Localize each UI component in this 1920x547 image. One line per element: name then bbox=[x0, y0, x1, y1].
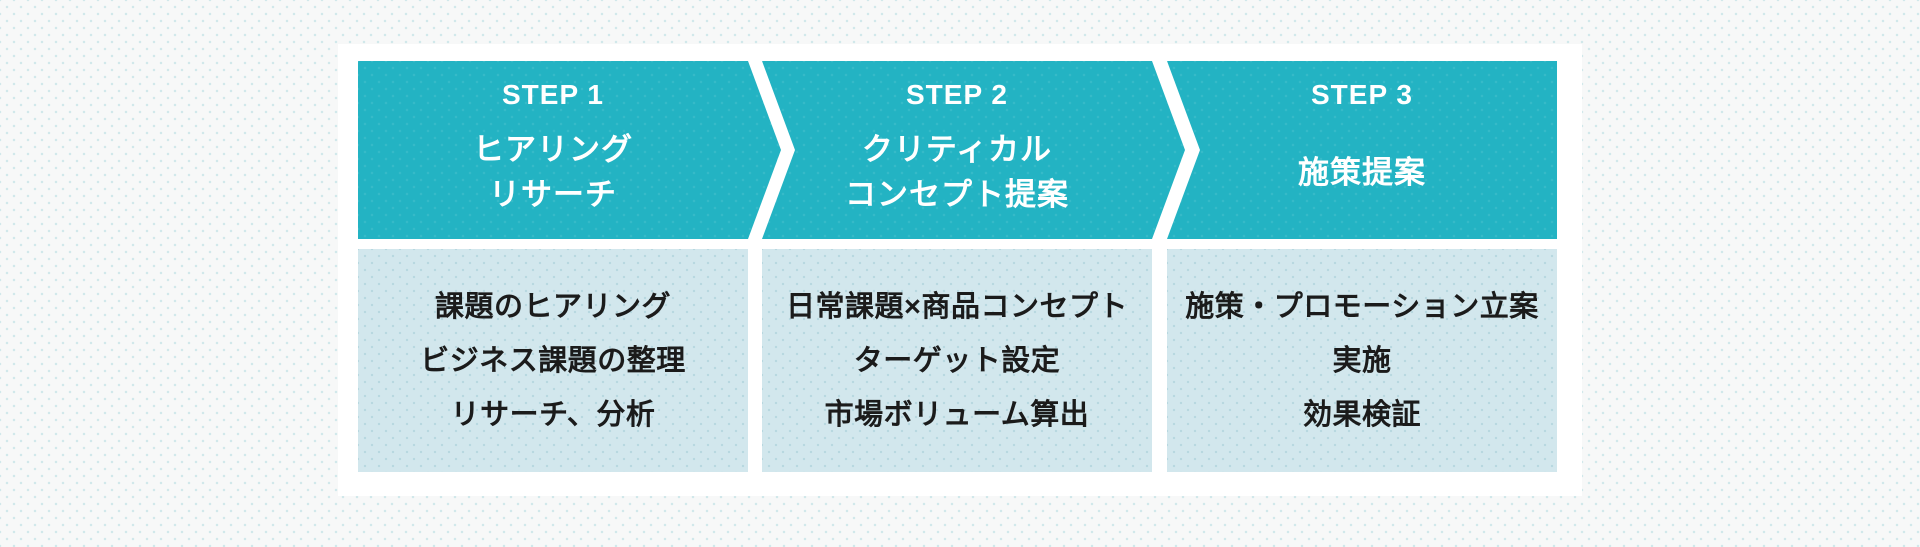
step-1-arrow: STEP 1 ヒアリング リサーチ bbox=[358, 61, 781, 239]
step-3-header-content: STEP 3 施策提案 bbox=[1167, 61, 1557, 239]
step-2-detail-item-2: ターゲット設定 bbox=[853, 344, 1061, 377]
step-2-title-line-2: コンセプト提案 bbox=[845, 177, 1069, 212]
step-1-label: STEP 1 bbox=[502, 79, 604, 110]
step-1-detail-item-3: リサーチ、分析 bbox=[450, 398, 656, 431]
step-2-detail-item-1: 日常課題×商品コンセプト bbox=[786, 290, 1128, 323]
step-2-title-line-1: クリティカル bbox=[861, 132, 1053, 167]
step-1-header-content: STEP 1 ヒアリング リサーチ bbox=[358, 61, 781, 239]
step-2-arrow: STEP 2 クリティカル コンセプト提案 bbox=[762, 61, 1185, 239]
step-1-title: ヒアリング リサーチ bbox=[358, 113, 748, 239]
step-3-label: STEP 3 bbox=[1311, 79, 1413, 110]
step-1-detail-item-2: ビジネス課題の整理 bbox=[420, 344, 686, 377]
process-card: STEP 1 ヒアリング リサーチ STEP 2 クリティカル コンセプト提案 … bbox=[338, 44, 1582, 496]
step-3-detail-item-1: 施策・プロモーション立案 bbox=[1185, 290, 1539, 323]
step-1-details: 課題のヒアリング ビジネス課題の整理 リサーチ、分析 bbox=[358, 249, 748, 472]
step-3-details: 施策・プロモーション立案 実施 効果検証 bbox=[1167, 249, 1557, 472]
step-2-detail-item-3: 市場ボリューム算出 bbox=[824, 398, 1090, 431]
step-2-title: クリティカル コンセプト提案 bbox=[762, 113, 1152, 239]
step-2-label: STEP 2 bbox=[906, 79, 1008, 110]
step-1-title-line-2: リサーチ bbox=[489, 177, 617, 212]
step-3-title: 施策提案 bbox=[1167, 113, 1557, 239]
step-3-detail-item-3: 効果検証 bbox=[1302, 398, 1421, 431]
step-3-detail-item-2: 実施 bbox=[1332, 344, 1392, 377]
step-2-details: 日常課題×商品コンセプト ターゲット設定 市場ボリューム算出 bbox=[762, 249, 1152, 472]
step-3-arrow: STEP 3 施策提案 bbox=[1167, 61, 1557, 239]
step-2-header-content: STEP 2 クリティカル コンセプト提案 bbox=[762, 61, 1185, 239]
step-1-detail-item-1: 課題のヒアリング bbox=[434, 290, 671, 323]
step-1-title-line-1: ヒアリング bbox=[473, 132, 633, 167]
step-3-title-line-1: 施策提案 bbox=[1298, 154, 1426, 190]
